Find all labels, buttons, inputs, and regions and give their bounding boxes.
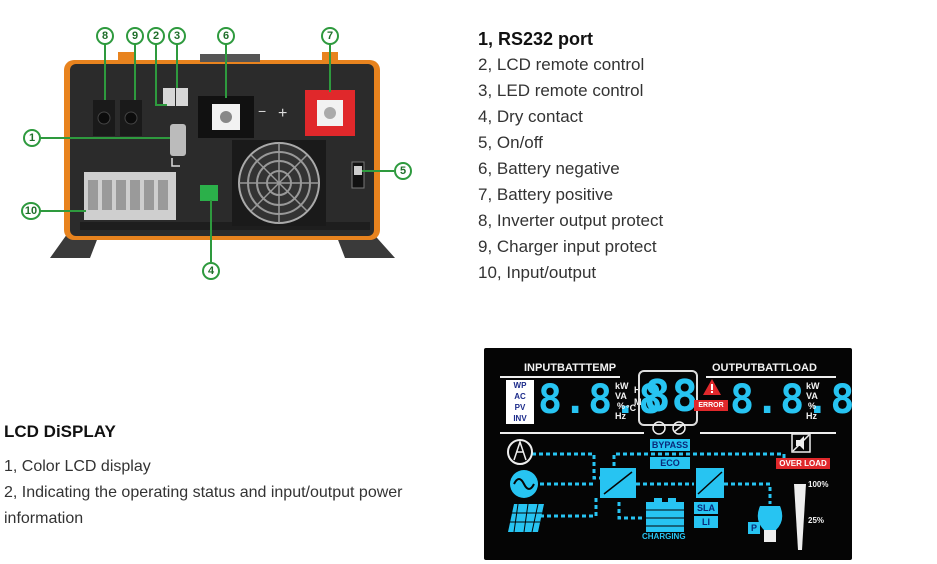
callout-7: 7	[321, 27, 339, 45]
left-unit-kw: kW	[615, 381, 629, 391]
charging-label: CHARGING	[642, 532, 686, 541]
callout-10: 10	[21, 202, 41, 220]
overload-label: OVER LOAD	[776, 458, 830, 469]
inverter-illustration: − +	[50, 52, 395, 258]
lcd-description: LCD DiSPLAY 1, Color LCD display 2, Indi…	[4, 422, 454, 532]
lcd-display-panel: INPUTBATTTEMP OUTPUTBATTLOAD WP AC PV IN…	[484, 348, 852, 560]
sla-label: SLA	[694, 502, 718, 514]
power-flow-diagram	[507, 434, 811, 550]
temp-unit: °C	[626, 403, 637, 413]
port-item-8: 8, Inverter output protect	[478, 211, 664, 230]
port-item-2: 2, LCD remote control	[478, 55, 645, 74]
settings-icons	[650, 420, 690, 436]
callout-4: 4	[202, 262, 220, 280]
lcd-input-digits: 8.8.8	[538, 377, 664, 423]
port-item-5: 5, On/off	[478, 133, 543, 152]
callout-3: 3	[168, 27, 186, 45]
port-item-1: 1, RS232 port	[478, 29, 594, 49]
lcd-line-2: 2, Indicating the operating status and i…	[4, 484, 403, 527]
callout-5: 5	[394, 162, 412, 180]
mode-ac: AC	[506, 391, 534, 402]
bypass-label: BYPASS	[650, 439, 690, 451]
load-100-label: 100%	[808, 480, 829, 489]
left-unit-va: VA	[615, 391, 627, 401]
load-25-label: 25%	[808, 516, 825, 525]
eco-label: ECO	[650, 457, 690, 469]
lcd-line-1: 1, Color LCD display	[4, 458, 151, 475]
lcd-right-header: OUTPUTBATTLOAD	[712, 362, 817, 374]
right-unit-va: VA	[806, 391, 818, 401]
port-item-9: 9, Charger input protect	[478, 237, 657, 256]
port-item-3: 3, LED remote control	[478, 81, 644, 100]
lcd-heading: LCD DiSPLAY	[4, 422, 116, 441]
error-warning-icon	[702, 378, 722, 401]
li-label: LI	[694, 516, 718, 528]
port-item-10: 10, Input/output	[478, 263, 597, 282]
callout-8: 8	[96, 27, 114, 45]
p-label: P	[748, 522, 760, 534]
callout-1: 1	[23, 129, 41, 147]
port-item-6: 6, Battery negative	[478, 159, 620, 178]
left-unit-percent: %	[617, 401, 626, 411]
port-legend: 1, RS232 port 2, LCD remote control 3, L…	[478, 26, 918, 286]
mode-wp: WP	[506, 380, 534, 391]
hm-m: M	[634, 397, 642, 407]
lcd-output-digits: 8.8.8	[730, 377, 852, 423]
svg-text:+: +	[278, 105, 287, 122]
right-unit-kw: kW	[806, 381, 820, 391]
callout-6: 6	[217, 27, 235, 45]
right-unit-percent: %	[808, 401, 817, 411]
right-unit-hz: Hz	[806, 411, 817, 421]
lcd-center-digits: 88	[644, 371, 699, 422]
inverter-rear-panel: − + 8 9 2 3 6 7 1 10	[0, 0, 440, 300]
mode-inv: INV	[506, 413, 534, 424]
port-item-7: 7, Battery positive	[478, 185, 614, 204]
lcd-left-header: INPUTBATTTEMP	[524, 362, 617, 374]
hm-h: H	[634, 385, 641, 395]
callout-9: 9	[126, 27, 144, 45]
callout-2: 2	[147, 27, 165, 45]
error-label: ERROR	[694, 400, 728, 411]
left-unit-hz: Hz	[615, 411, 626, 421]
port-item-4: 4, Dry contact	[478, 107, 583, 126]
svg-text:−: −	[258, 103, 266, 119]
mode-pv: PV	[506, 402, 534, 413]
